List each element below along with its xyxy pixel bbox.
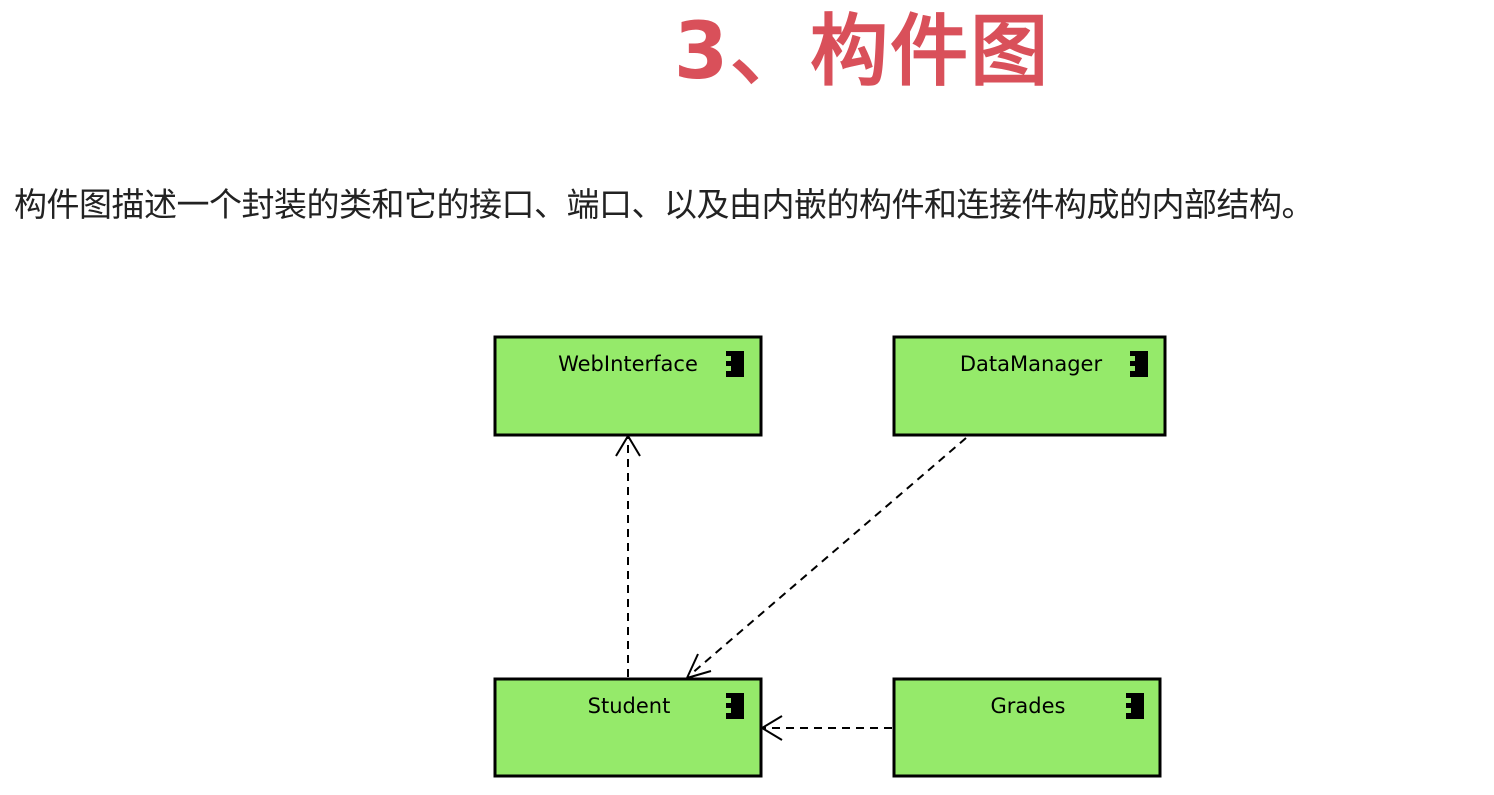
component-student[interactable]: Student: [493, 677, 763, 778]
dependency-student-webinterface: [615, 434, 641, 677]
description-text: 构件图描述一个封装的类和它的接口、端口、以及由内嵌的构件和连接件构成的内部结构。: [14, 185, 1315, 224]
component-label-student: Student: [588, 694, 671, 718]
dependency-grades-student: [760, 715, 892, 741]
dependency-datamanager-student: [685, 437, 967, 680]
component-webinterface[interactable]: WebInterface: [493, 335, 763, 437]
component-datamanager[interactable]: DataManager: [892, 335, 1167, 437]
component-grades[interactable]: Grades: [892, 677, 1162, 778]
component-label-webinterface: WebInterface: [558, 352, 698, 376]
page-title: 3、构件图: [673, 7, 1051, 97]
component-label-grades: Grades: [991, 694, 1066, 718]
component-label-datamanager: DataManager: [960, 352, 1103, 376]
